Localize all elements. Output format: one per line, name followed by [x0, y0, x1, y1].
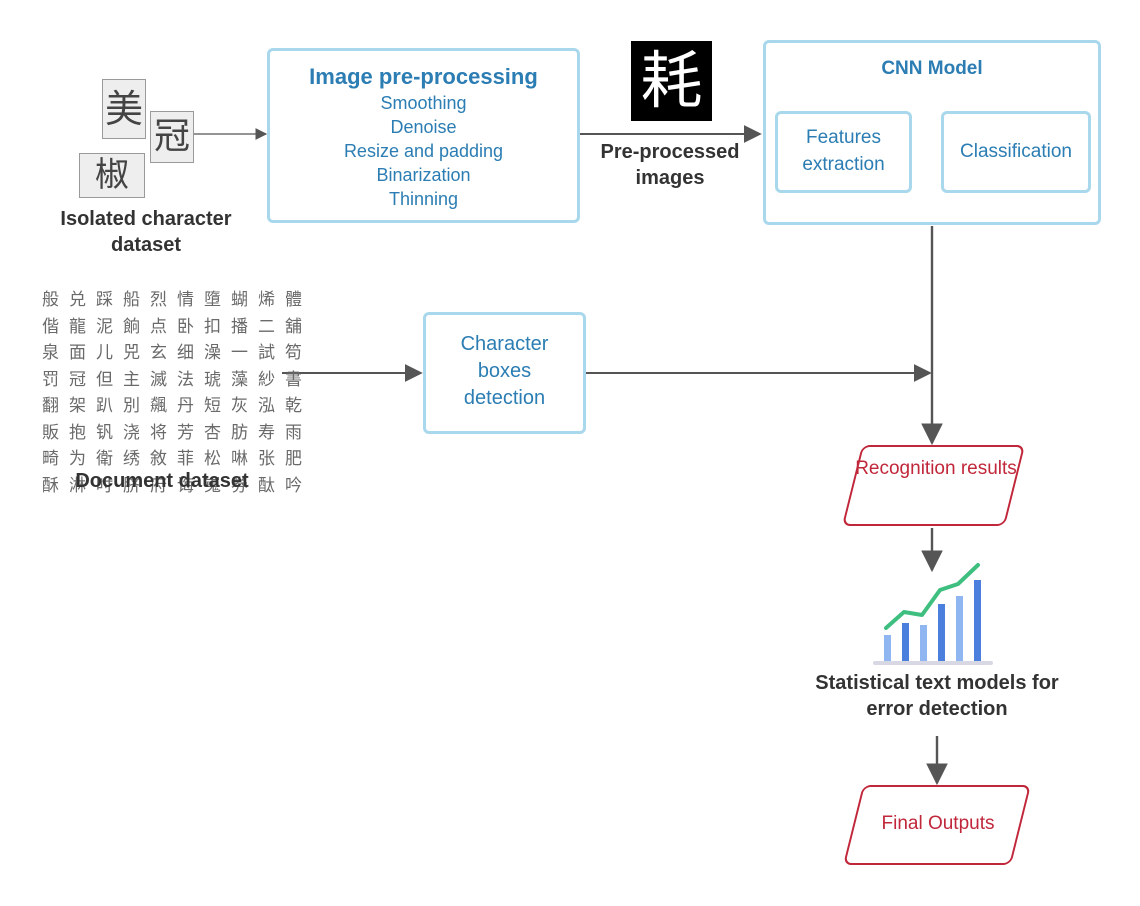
final-outputs-label: Final Outputs: [881, 813, 995, 834]
isolated-sample-3: 椒: [79, 153, 145, 198]
step-binarization: Binarization: [376, 165, 471, 185]
step-smoothing: Smoothing: [380, 93, 467, 113]
character-boxes-detection-box: Character boxes detection: [423, 312, 586, 434]
step-thinning: Thinning: [388, 189, 459, 209]
character-boxes-detection-label: Character boxes detection: [460, 333, 549, 409]
document-sample: 般兑踩船烈情墮蝴烯體 偕龍泥餉点卧扣播二舖 泉面儿兕玄细澡一試笱 罚冠但主滅法琥…: [42, 290, 312, 496]
isolated-dataset-label: Isolated character dataset: [60, 208, 232, 256]
step-resize-padding: Resize and padding: [343, 141, 504, 161]
bar-chart-icon: [873, 563, 993, 665]
classification-label: Classification: [960, 141, 1072, 162]
preprocessed-image: 耗: [631, 41, 712, 121]
preprocessing-steps: Smoothing Denoise Resize and padding Bin…: [270, 91, 577, 211]
preprocessing-box: Image pre-processing Smoothing Denoise R…: [267, 48, 580, 223]
isolated-sample-2: 冠: [150, 111, 194, 163]
preprocessing-title: Image pre-processing: [309, 64, 538, 89]
classification-box: Classification: [941, 111, 1091, 193]
stats-models-label: Statistical text models for error detect…: [815, 672, 1059, 720]
features-extraction-label: Features extraction: [802, 127, 885, 175]
document-dataset-label: Document dataset: [75, 470, 249, 492]
step-denoise: Denoise: [390, 117, 457, 137]
recognition-results-label: Recognition results: [855, 458, 1017, 479]
features-extraction-box: Features extraction: [775, 111, 912, 193]
cnn-title: CNN Model: [881, 58, 983, 79]
isolated-sample-1: 美: [102, 79, 146, 139]
preprocessed-label: Pre-processed images: [600, 141, 740, 189]
